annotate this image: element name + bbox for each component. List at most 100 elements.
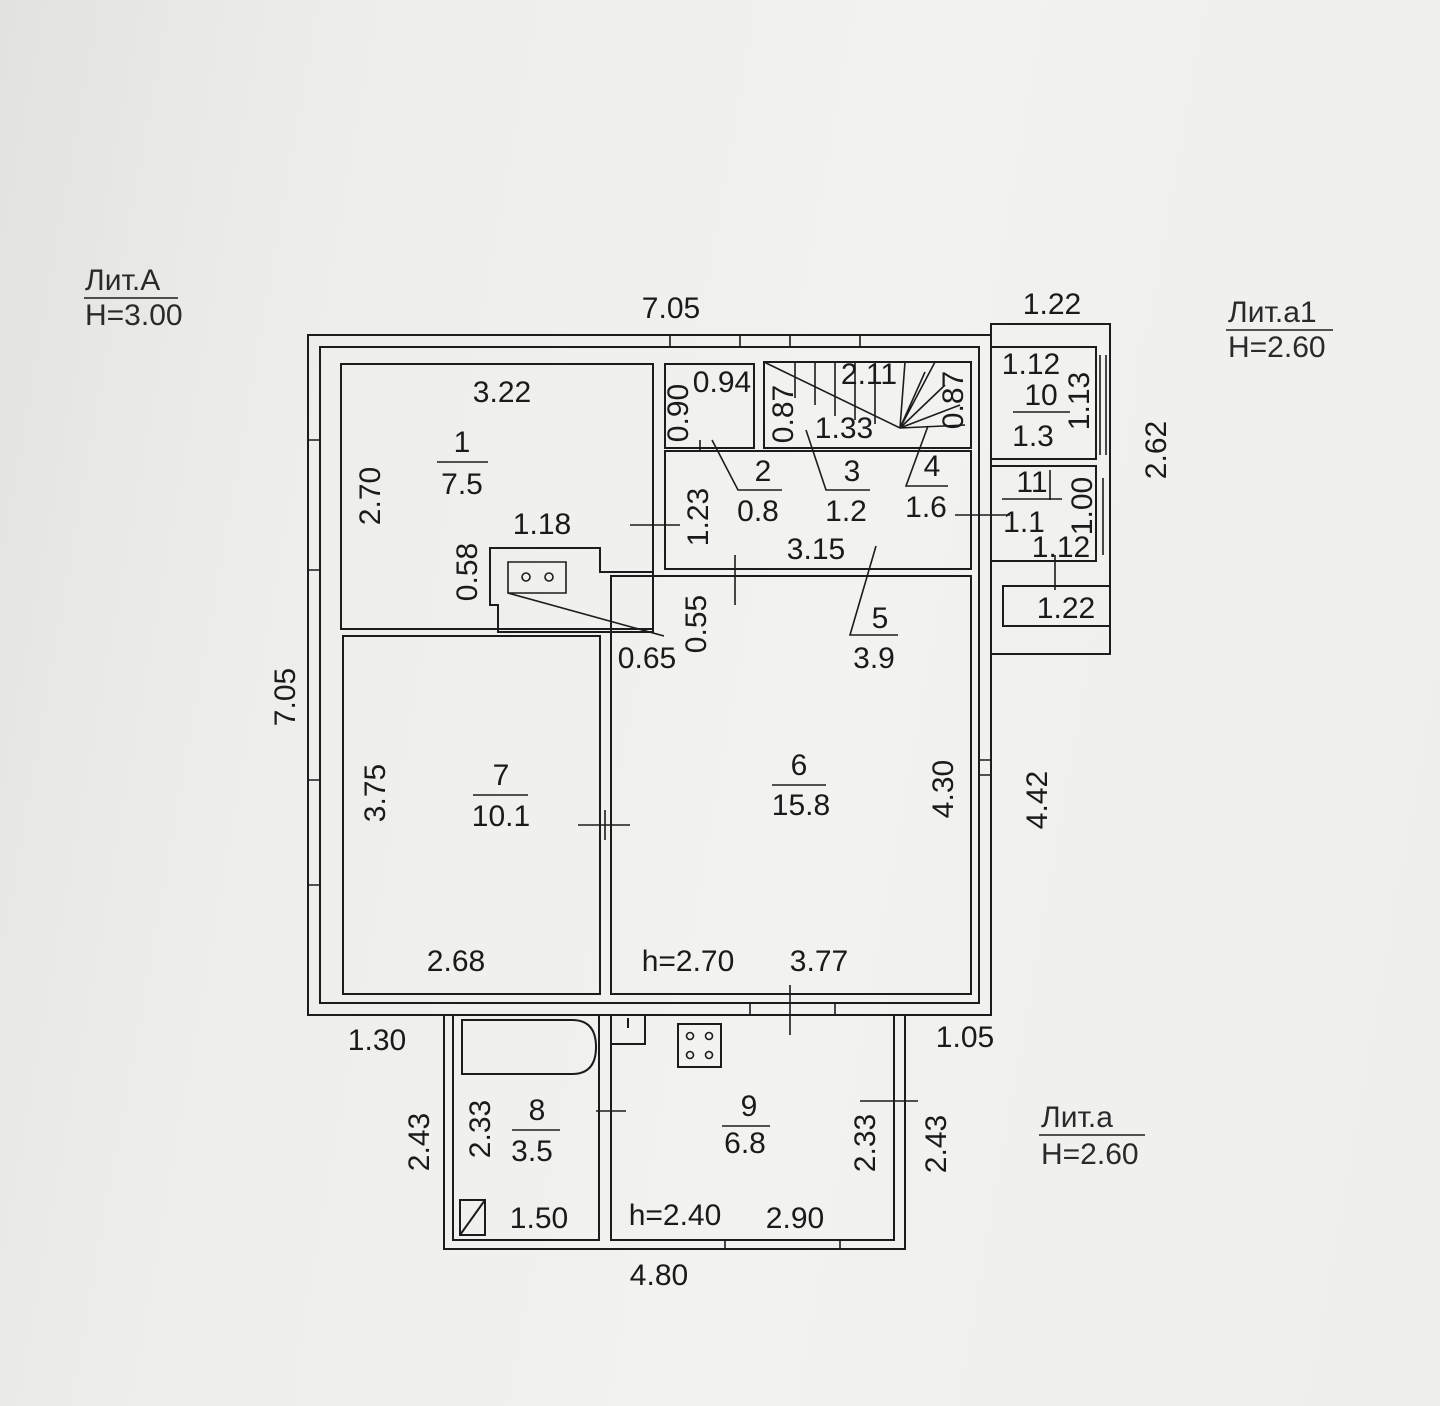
room-2-area: 0.8: [737, 495, 779, 528]
dim-a-left-offset: 1.30: [348, 1024, 406, 1057]
lit-A-name: Лит.А: [85, 264, 160, 297]
annex-a-walls: [443, 1014, 906, 1250]
lit-a1-label: Лит.а1 Н=2.60: [1226, 296, 1333, 364]
room-2-number: 2: [755, 455, 772, 488]
left-windows: [308, 439, 320, 886]
room-7-label: 7 10.1: [472, 759, 530, 833]
room-6-outline: [610, 575, 972, 995]
room-9-outline: [610, 1014, 895, 1241]
dimension-labels: 7.05 1.22 2.62 3.22 2.70 1.18 0.58 0.94 …: [269, 288, 1173, 1292]
room-5-area: 3.9: [853, 642, 895, 675]
dim-stove-h: 0.58: [451, 543, 484, 601]
dim-r2-h: 0.90: [662, 384, 695, 442]
main-house-walls: [307, 334, 1056, 1112]
dim-r10-h: 1.13: [1063, 372, 1096, 430]
dim-stove-w: 1.18: [513, 508, 571, 541]
room-5-outline: [664, 450, 972, 570]
dim-r7-h: 3.75: [359, 764, 392, 822]
room-6-number: 6: [791, 749, 808, 782]
porch-outline: [1002, 585, 1111, 627]
dim-porch-w: 1.22: [1037, 592, 1095, 625]
room-10-label: 10 1.3: [1012, 379, 1070, 453]
dim-r3-w: 1.33: [815, 412, 873, 445]
top-windows: [669, 335, 861, 347]
dim-r6-w: 3.77: [790, 945, 848, 978]
dim-r9-w: 2.90: [766, 1202, 824, 1235]
cooktop: [677, 1023, 722, 1068]
bathtub: [461, 1019, 598, 1075]
dim-r5-h: 1.23: [682, 488, 715, 546]
dim-right-lita1: 2.62: [1140, 421, 1173, 479]
room-3-number: 3: [844, 455, 861, 488]
sink: [610, 1015, 646, 1045]
room-10-number: 10: [1024, 379, 1057, 412]
room-5-label: 5 3.9: [848, 545, 898, 675]
lit-a-label: Лит.а Н=2.60: [1039, 1101, 1145, 1171]
room-6-area: 15.8: [772, 789, 830, 822]
room-8-label: 8 3.5: [511, 1094, 560, 1168]
right-windows: [979, 759, 991, 776]
dim-r7-w: 2.68: [427, 945, 485, 978]
staircase: [763, 361, 966, 429]
dim-r5-w: 3.15: [787, 533, 845, 566]
annex-a1-walls: [990, 323, 1111, 655]
dim-a-total: 4.80: [630, 1259, 688, 1292]
room-8-number: 8: [529, 1094, 546, 1127]
stove-detail: [507, 561, 665, 637]
room-1-area: 7.5: [441, 468, 483, 501]
room-5-number: 5: [872, 602, 889, 635]
dim-r5-gap: 0.55: [680, 595, 713, 653]
room-4-number: 4: [924, 450, 941, 483]
room-8-outline: [452, 1014, 600, 1241]
dim-r8-w: 1.50: [510, 1202, 568, 1235]
room-7-number: 7: [493, 759, 510, 792]
dim-r9-ceiling: h=2.40: [629, 1199, 722, 1232]
room-6-label: 6 15.8: [772, 749, 830, 822]
dim-r2-w: 0.94: [693, 366, 751, 399]
stove: [489, 547, 654, 633]
dim-a-h-left: 2.43: [403, 1113, 436, 1171]
dim-r11-w: 1.12: [1032, 531, 1090, 564]
annex-windows: [1099, 355, 1107, 555]
room-9-label: 9 6.8: [722, 1090, 770, 1160]
room-2-label: 2 0.8: [711, 439, 782, 528]
room-2-outline: [664, 363, 755, 449]
dim-r3-top: 2.11: [841, 358, 897, 391]
dim-r1-height: 2.70: [354, 467, 387, 525]
room-labels: 1 7.5 2 0.8 3 1.2 4 1.6 5 3.9 6 15.8: [437, 379, 1070, 1168]
dim-r1-width: 3.22: [473, 376, 531, 409]
dim-r3-h: 0.87: [767, 385, 800, 443]
dim-a-right-offset: 1.05: [936, 1021, 994, 1054]
dim-top-total: 7.05: [642, 292, 700, 325]
room-3-4-outline: [763, 361, 972, 449]
room-10-outline: [990, 346, 1097, 460]
lit-a-height: Н=2.60: [1041, 1138, 1139, 1171]
room-4-area: 1.6: [905, 491, 947, 524]
room-7-area: 10.1: [472, 800, 530, 833]
dim-r6-h: 4.30: [927, 760, 960, 818]
room-11-outline: [990, 465, 1097, 562]
dim-r10-w: 1.12: [1002, 348, 1060, 381]
room-10-area: 1.3: [1012, 420, 1054, 453]
room-3-area: 1.2: [825, 495, 867, 528]
room-3-label: 3 1.2: [805, 429, 870, 528]
bottom-door: [749, 1003, 836, 1015]
room-9-number: 9: [741, 1090, 758, 1123]
lit-a1-name: Лит.а1: [1228, 296, 1317, 329]
room-7-outline: [342, 635, 601, 995]
room-11-number: 11: [1016, 466, 1047, 499]
room-4-label: 4 1.6: [904, 425, 948, 524]
dim-stove-gap: 0.65: [618, 642, 676, 675]
room-11-area: 1.1: [1003, 506, 1045, 539]
annex-a-window: [724, 1240, 841, 1249]
dim-top-lita1: 1.22: [1023, 288, 1081, 321]
dim-right-total: 4.42: [1021, 771, 1054, 829]
room-1-label: 1 7.5: [437, 426, 488, 501]
dim-a-h-right: 2.43: [920, 1115, 953, 1173]
dim-r8-h: 2.33: [464, 1100, 497, 1158]
lit-a1-height: Н=2.60: [1228, 331, 1326, 364]
dim-r6-ceiling: h=2.70: [642, 945, 735, 978]
dim-r4-h: 0.87: [937, 371, 970, 429]
dim-r9-h: 2.33: [849, 1114, 882, 1172]
